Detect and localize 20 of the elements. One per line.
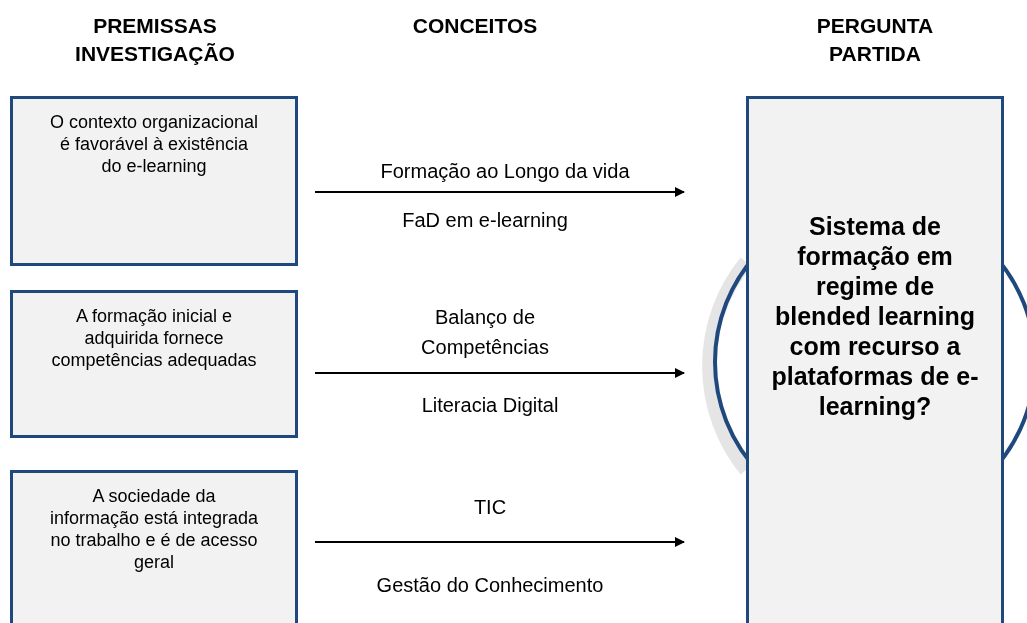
concept-label: Balanço de Competências <box>420 305 550 360</box>
premise-box <box>10 96 298 266</box>
question-box <box>746 96 1004 623</box>
column-heading: CONCEITOS <box>411 13 539 39</box>
premise-box <box>10 290 298 438</box>
arrow <box>314 187 685 197</box>
column-heading: PERGUNTA PARTIDA <box>815 13 935 67</box>
arrow <box>314 537 685 547</box>
concept-label: Gestão do Conhecimento <box>375 573 605 598</box>
question-text: Sistema de formação em regime de blended learning com recurso a plataformas de e-learning? <box>770 211 980 421</box>
concept-label: Formação ao Longo da vida <box>379 159 631 184</box>
premise-text: A formação inicial e adquirida fornece competências adequadas <box>50 305 258 371</box>
column-heading: PREMISSAS INVESTIGAÇÃO <box>74 13 236 67</box>
arrow <box>314 368 685 378</box>
concept-label: FaD em e-learning <box>401 208 569 233</box>
premise-text: A sociedade da informação está integrada no trabalho e é de acesso geral <box>49 485 259 573</box>
premise-text: O contexto organizacional é favorável à existência do e-learning <box>49 111 259 177</box>
premise-box <box>10 470 298 623</box>
concept-label: TIC <box>472 495 508 520</box>
concept-label: Literacia Digital <box>420 393 560 418</box>
